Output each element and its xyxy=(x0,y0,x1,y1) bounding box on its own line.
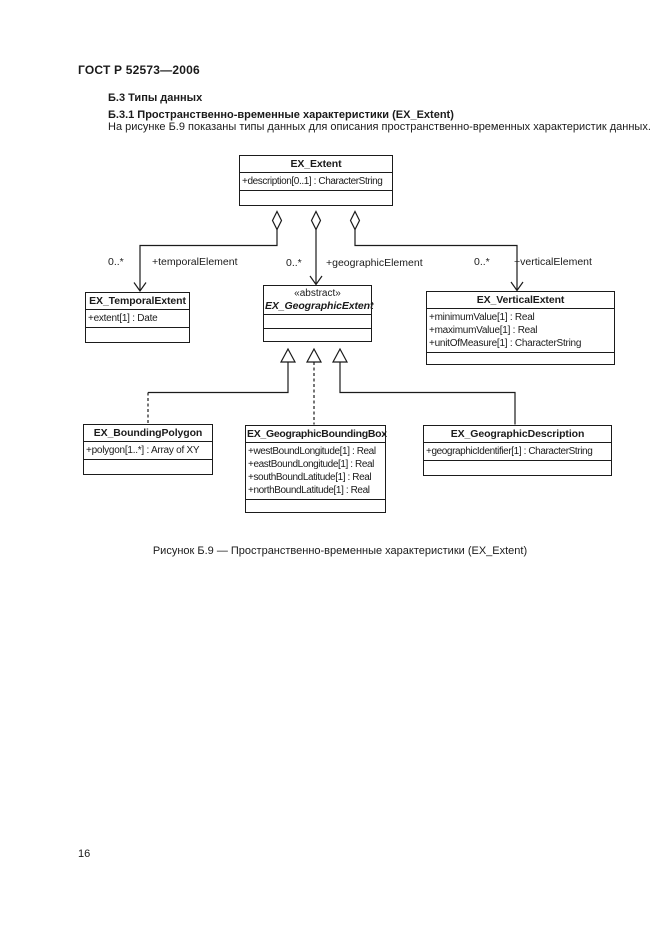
class-box-ex-geographicextent: «abstract» EX_GeographicExtent xyxy=(263,285,374,342)
class-attribute: +maximumValue[1] : Real xyxy=(429,325,538,336)
class-box-ex-boundingpolygon: EX_BoundingPolygon +polygon[1..*] : Arra… xyxy=(83,424,213,475)
attributes-compartment xyxy=(264,314,371,328)
class-name: EX_GeographicBoundingBox xyxy=(247,428,387,440)
operations-compartment xyxy=(264,328,371,341)
class-name: EX_VerticalExtent xyxy=(476,294,565,306)
class-attribute: +unitOfMeasure[1] : CharacterString xyxy=(429,338,582,349)
figure-caption: Рисунок Б.9 — Пространственно-временные … xyxy=(152,545,528,557)
multiplicity-geographic: 0..* xyxy=(286,257,302,269)
operations-compartment xyxy=(86,327,189,342)
generalization-triangle-right xyxy=(331,347,349,363)
open-arrowhead-vertical xyxy=(510,281,524,292)
document-header: ГОСТ Р 52573—2006 xyxy=(78,63,200,77)
operations-compartment xyxy=(84,459,212,474)
class-attribute: +description[0..1] : CharacterString xyxy=(242,176,383,187)
class-attribute: +minimumValue[1] : Real xyxy=(429,312,535,323)
class-attribute: +westBoundLongitude[1] : Real xyxy=(248,446,376,457)
class-name: EX_Extent xyxy=(290,158,342,170)
class-name: EX_TemporalExtent xyxy=(89,295,186,307)
operations-compartment xyxy=(246,499,385,512)
role-temporal: +temporalElement xyxy=(152,256,238,268)
class-box-ex-verticalextent: EX_VerticalExtent +minimumValue[1] : Rea… xyxy=(426,291,615,365)
operations-compartment xyxy=(240,190,392,205)
generalization-line-boundingpolygon xyxy=(148,362,289,394)
generalization-triangle-left xyxy=(279,347,297,363)
class-name: EX_GeographicDescription xyxy=(450,428,585,440)
aggregation-diamond-right xyxy=(349,210,361,231)
class-attribute: +geographicIdentifier[1] : CharacterStri… xyxy=(426,446,593,457)
class-box-ex-temporalextent: EX_TemporalExtent +extent[1] : Date xyxy=(85,292,190,343)
section-heading: Б.3 Типы данных xyxy=(108,92,203,104)
class-attribute: +extent[1] : Date xyxy=(88,313,158,324)
class-attribute: +eastBoundLongitude[1] : Real xyxy=(248,459,375,470)
role-vertical: +verticalElement xyxy=(514,256,592,268)
aggregation-diamond-center xyxy=(310,210,322,231)
class-attribute: +polygon[1..*] : Array of XY xyxy=(86,445,200,456)
aggregation-diamond-left xyxy=(271,210,283,231)
stereotype-label: «abstract» xyxy=(294,288,341,299)
class-name: EX_BoundingPolygon xyxy=(93,427,203,439)
subsection-heading: Б.3.1 Пространственно-временные характер… xyxy=(108,109,454,121)
intro-text: На рисунке Б.9 показаны типы данных для … xyxy=(108,121,651,133)
multiplicity-temporal: 0..* xyxy=(108,256,124,268)
open-arrowhead-temporal xyxy=(133,282,147,293)
open-arrowhead-geographic xyxy=(309,275,323,286)
class-box-ex-geographicdescription: EX_GeographicDescription +geographicIden… xyxy=(423,425,612,476)
class-attribute: +northBoundLatitude[1] : Real xyxy=(248,485,370,496)
operations-compartment xyxy=(424,460,611,475)
role-geographic: +geographicElement xyxy=(326,257,423,269)
class-box-ex-geographicboundingbox: EX_GeographicBoundingBox +westBoundLongi… xyxy=(245,425,387,513)
class-attribute: +southBoundLatitude[1] : Real xyxy=(248,472,372,483)
generalization-triangle-center xyxy=(305,347,323,363)
page-number: 16 xyxy=(78,848,91,860)
class-box-ex-extent: EX_Extent +description[0..1] : Character… xyxy=(239,155,393,206)
generalization-line-geodescription xyxy=(339,362,516,425)
operations-compartment xyxy=(427,352,614,364)
class-name: EX_GeographicExtent xyxy=(265,300,374,312)
multiplicity-vertical: 0..* xyxy=(474,256,490,268)
